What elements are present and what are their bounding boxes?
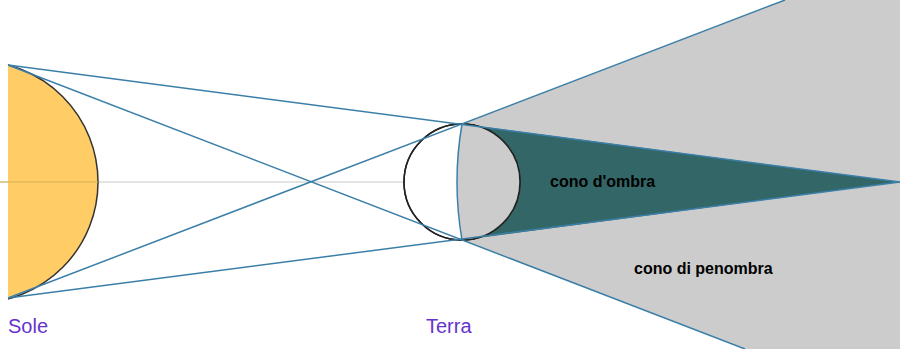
umbra-label: cono d'ombra	[550, 172, 655, 191]
sun-axis	[0, 182, 98, 183]
penumbra-cone	[462, 0, 900, 349]
penumbra-label: cono di penombra	[634, 259, 773, 278]
outer-tangent-bottom	[8, 182, 900, 298]
earth-disc	[404, 124, 520, 240]
inner-tangent-down	[8, 65, 745, 349]
umbra-cone	[462, 124, 900, 240]
terminator-line	[457, 124, 462, 240]
outer-tangent-top	[8, 65, 900, 182]
earth-label: Terra	[426, 314, 472, 338]
sun-disc	[8, 61, 98, 303]
earth-outline	[404, 124, 520, 240]
earth-night-side	[457, 124, 520, 240]
sun-label: Sole	[8, 314, 48, 338]
inner-tangent-up	[8, 0, 785, 298]
axis-line	[0, 182, 404, 183]
tangent-lines	[8, 0, 900, 349]
